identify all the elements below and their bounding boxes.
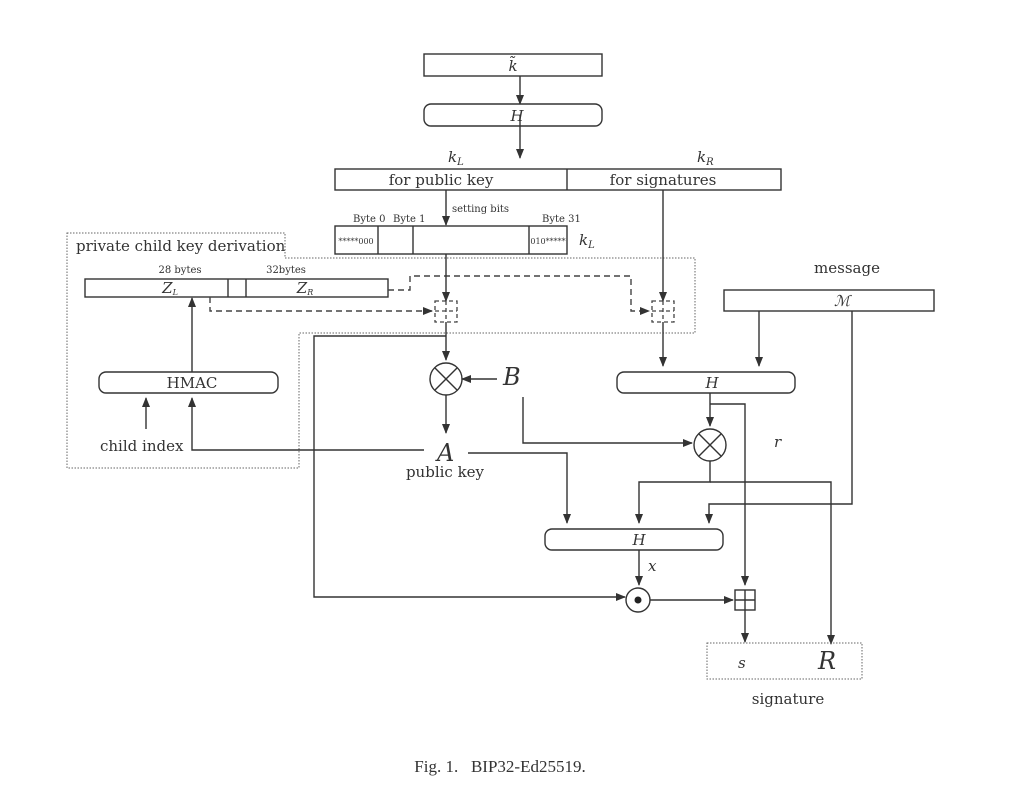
zL-label: ZL	[161, 279, 178, 297]
byte1-label: Byte 1	[393, 214, 425, 225]
signature-label: signature	[752, 690, 825, 708]
zR-label: ZR	[296, 279, 313, 297]
byte31-bits: 010*****	[530, 237, 565, 246]
signature-box	[706, 642, 863, 680]
x-label: x	[648, 557, 657, 575]
M-label: ℳ	[834, 292, 852, 310]
dashed-adder-right	[651, 300, 675, 323]
R-label: R	[817, 647, 836, 675]
arrow-A-to-hash-x	[468, 452, 571, 524]
figure-caption: Fig. 1. BIP32-Ed25519.	[414, 757, 585, 776]
private-derivation-title: private child key derivation	[76, 237, 286, 255]
kL-bytes-box: *****000 010*****	[334, 225, 568, 255]
arrow-r-to-add	[710, 403, 749, 586]
hmac-box: HMAC	[98, 371, 279, 394]
add-node	[734, 589, 756, 611]
r-mult-node	[693, 428, 727, 462]
child-index-label: child index	[100, 437, 184, 455]
hash-r-label: H	[704, 374, 719, 392]
hash-top-label: H	[509, 107, 524, 125]
hash-top-box: H	[423, 103, 603, 127]
dashed-zR-to-add	[388, 275, 650, 315]
hmac-label: HMAC	[167, 374, 218, 392]
hash-x-label: H	[631, 531, 646, 549]
zr-size-label: 32bytes	[266, 265, 306, 276]
key-split-box: for public key for signatures	[334, 168, 782, 191]
hash-r-box: H	[616, 371, 796, 394]
kR-label: kR	[697, 148, 714, 168]
k-tilde-label: k̃	[508, 56, 517, 75]
byte31-label: Byte 31	[542, 214, 581, 225]
scalar-mult-node	[429, 362, 463, 396]
zl-size-label: 28 bytes	[158, 265, 201, 276]
arrow-R-to-hash-x	[635, 461, 711, 524]
byte0-label: Byte 0	[353, 214, 385, 225]
B-label: B	[502, 363, 521, 391]
z-box: ZL ZR	[84, 278, 389, 298]
kL-label: kL	[448, 148, 464, 168]
hash-x-box: H	[544, 528, 724, 551]
r-label: r	[774, 433, 782, 451]
dot-mult-node	[625, 587, 651, 613]
kL-part-label: for public key	[389, 171, 494, 189]
byte0-bits: *****000	[338, 237, 373, 246]
kL-side-label: kL	[579, 231, 595, 251]
s-label: s	[738, 654, 746, 672]
dashed-zL-to-add	[209, 297, 433, 315]
arrow-A-to-hmac	[188, 397, 424, 451]
message-label: message	[814, 259, 880, 277]
k-tilde-box: k̃	[423, 53, 603, 77]
kR-part-label: for signatures	[610, 171, 717, 189]
arrow-scalar-to-dot	[313, 335, 626, 601]
arrow-B-to-mult-r	[522, 397, 693, 447]
arrow-M-to-hash-x	[705, 311, 853, 524]
arrow-R-to-signature	[710, 481, 835, 645]
public-key-label: public key	[406, 463, 485, 481]
A-label: A	[435, 439, 454, 467]
dashed-adder-left	[434, 300, 458, 323]
setting-bits-label: setting bits	[452, 204, 509, 215]
private-derivation-region	[66, 232, 696, 469]
message-box: ℳ	[723, 289, 935, 312]
